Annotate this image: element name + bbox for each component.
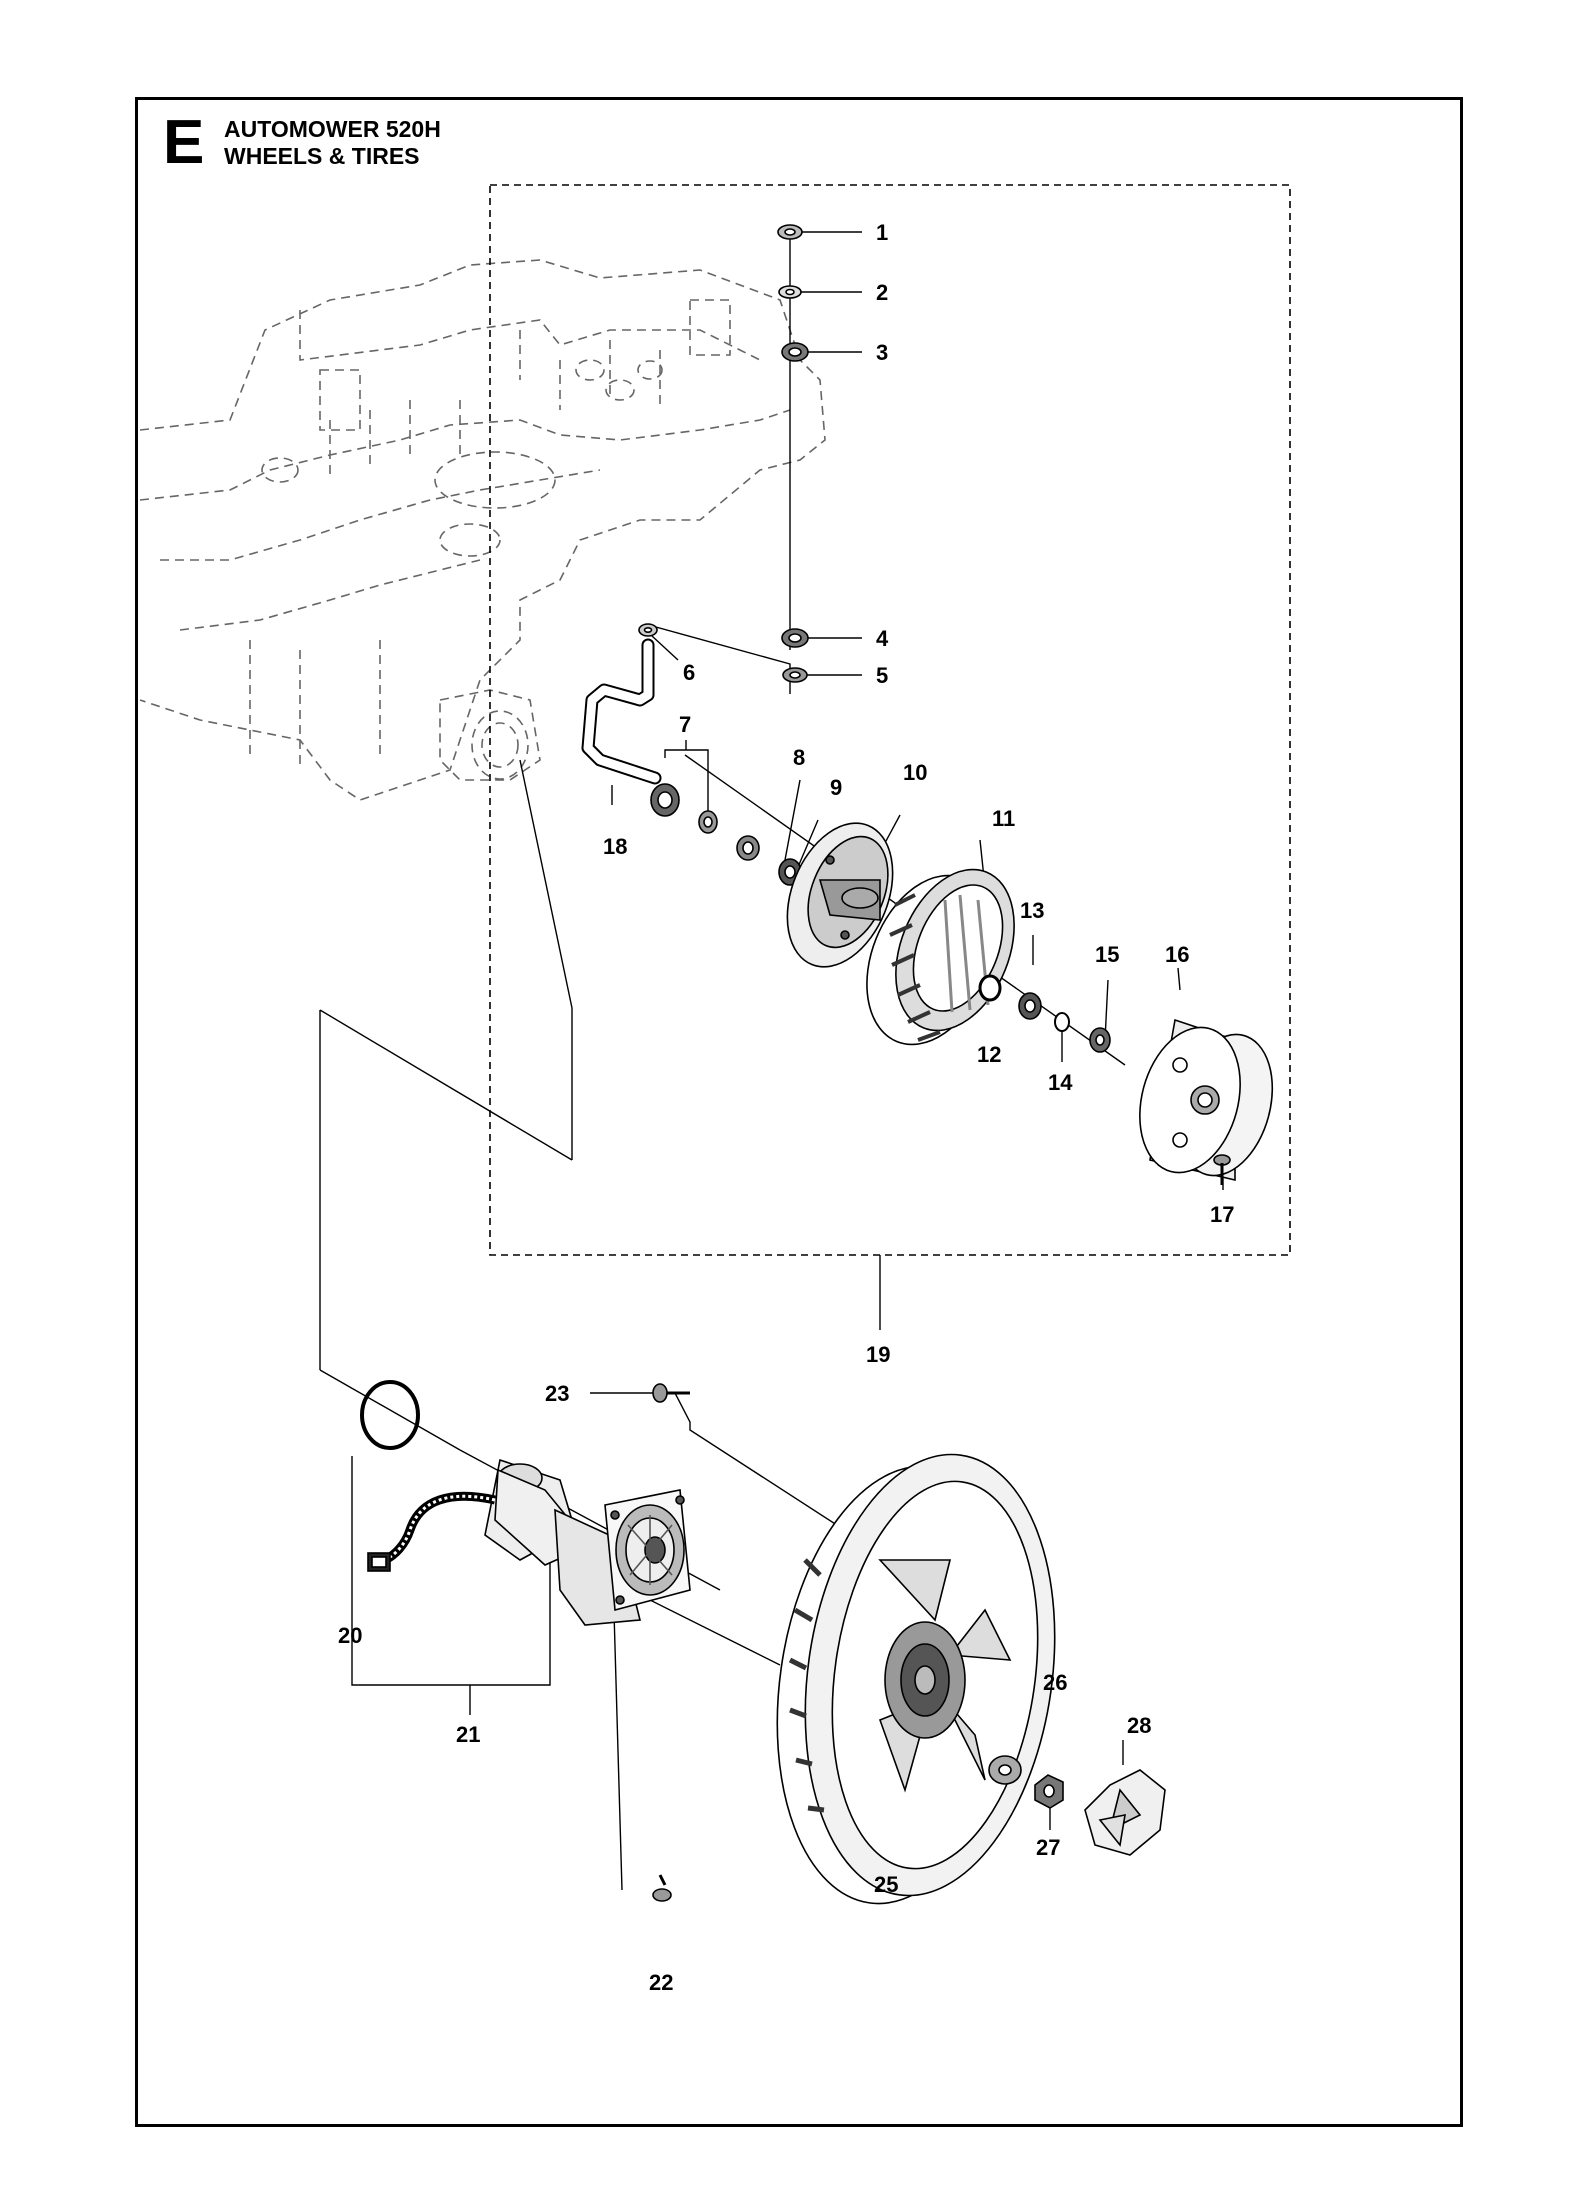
callout-27: 27: [1036, 1835, 1060, 1860]
callout-2: 2: [876, 280, 888, 305]
part-screw-23: [652, 1383, 690, 1403]
callout-23: 23: [545, 1381, 569, 1406]
chassis-outline: [139, 259, 826, 801]
part-motor-21: [367, 1458, 691, 1626]
part-cover-16: [1139, 1018, 1274, 1182]
callout-12: 12: [977, 1042, 1001, 1067]
callout-10: 10: [903, 760, 927, 785]
title-section: WHEELS & TIRES: [224, 143, 420, 169]
leader-lines: [319, 231, 1224, 1891]
callout-8: 8: [793, 745, 805, 770]
callout-18: 18: [603, 834, 627, 859]
part-hub-10: [786, 822, 894, 968]
callout-numbers: 1 2 3 4 5 6 7 8 9 10 11 12 13 14 15 16 1…: [338, 220, 1234, 1995]
page-frame: [135, 97, 1463, 2127]
callout-14: 14: [1048, 1070, 1073, 1095]
callout-25: 25: [874, 1872, 898, 1897]
callout-7: 7: [679, 712, 691, 737]
part-washer-14: [1054, 1012, 1070, 1032]
callout-5: 5: [876, 663, 888, 688]
callout-26: 26: [1043, 1670, 1067, 1695]
part-hubcap-28: [1084, 1769, 1166, 1856]
diagram-title: AUTOMOWER 520H WHEELS & TIRES: [224, 116, 441, 170]
part-screw-17: [1213, 1154, 1231, 1185]
part-oring-20: [360, 1380, 420, 1450]
callout-17: 17: [1210, 1202, 1234, 1227]
part-wheel-25: [776, 1453, 1056, 1905]
callout-16: 16: [1165, 942, 1189, 967]
callout-6: 6: [683, 660, 695, 685]
parts: [360, 224, 1274, 1905]
callout-22: 22: [649, 1970, 673, 1995]
callout-1: 1: [876, 220, 888, 245]
callout-9: 9: [830, 775, 842, 800]
callout-21: 21: [456, 1722, 480, 1747]
title-model: AUTOMOWER 520H: [224, 116, 441, 142]
part-oring-12: [978, 974, 1002, 1002]
callout-20: 20: [338, 1623, 362, 1648]
callout-11: 11: [992, 806, 1015, 831]
part-screw-22: [652, 1874, 672, 1902]
callout-15: 15: [1095, 942, 1119, 967]
callout-28: 28: [1127, 1713, 1151, 1738]
callout-13: 13: [1020, 898, 1044, 923]
callout-4: 4: [876, 626, 889, 651]
callout-19: 19: [866, 1342, 890, 1367]
assembly-box: [489, 184, 1291, 1256]
section-letter: E: [163, 108, 205, 177]
callout-3: 3: [876, 340, 888, 365]
